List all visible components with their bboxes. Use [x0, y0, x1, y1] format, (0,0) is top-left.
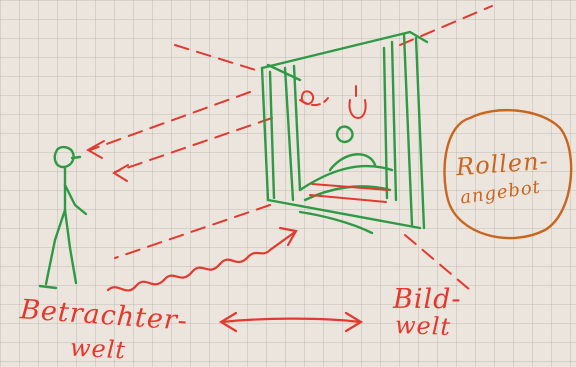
ray-top-right [399, 5, 493, 46]
viewer-arrowheads [85, 140, 129, 182]
frame-top-inner [266, 63, 302, 82]
red-stripe-1 [311, 183, 389, 191]
scene-figure-head [335, 125, 354, 144]
double-arrow-line [220, 317, 362, 324]
image-world-label-line1: Bild- [393, 284, 462, 315]
ray-bottom [114, 204, 271, 259]
scene-curve-1 [298, 164, 394, 192]
frame-inner-right-1 [390, 40, 398, 202]
wavy-line [106, 230, 297, 292]
arrowhead-lower [112, 164, 129, 182]
arrowhead-upper [85, 140, 105, 159]
viewer-leg-right [63, 208, 78, 285]
frame-inner-left-1 [283, 66, 295, 202]
frame-inner-right-2 [382, 46, 389, 200]
double-arrow [218, 311, 364, 333]
viewer-head [53, 145, 75, 169]
frame-inner-left-2 [292, 64, 302, 192]
frame-bottom-edge [266, 198, 422, 230]
viewer-arm [63, 183, 88, 216]
viewer-world-label-line2: welt [69, 333, 127, 365]
ray-right-bottom [404, 234, 471, 291]
scene-figure-arms [328, 153, 377, 172]
frame-right-edge [402, 32, 414, 227]
role-offer-circle [443, 109, 573, 240]
viewer-nose [70, 155, 82, 160]
frame-right-edge-outer [414, 36, 426, 230]
ray-top-left [174, 44, 263, 73]
viewer-foot [38, 284, 58, 290]
double-arrow-right-head [344, 311, 364, 333]
red-ray-in-frame [299, 97, 329, 106]
dashed-red-rays [89, 5, 493, 291]
picture-red-details [299, 85, 389, 203]
ray-to-viewer-upper [89, 91, 251, 151]
double-arrow-left-head [218, 311, 238, 333]
frame-left-edge [260, 66, 270, 202]
scene-ground-line [298, 210, 374, 235]
ray-to-viewer-lower [114, 117, 273, 173]
viewer-leg-left [44, 208, 67, 286]
frame-left-edge-inner [268, 70, 276, 200]
picture-frame [260, 30, 429, 235]
viewer-stick-figure [38, 145, 88, 290]
red-stripe-2 [309, 194, 387, 203]
image-world-label-line2: welt [394, 311, 452, 341]
frame-top-edge [260, 30, 429, 70]
red-face [300, 90, 315, 106]
red-figure-body [348, 99, 367, 120]
wavy-arrow [106, 226, 298, 292]
wavy-arrowhead [278, 226, 298, 247]
